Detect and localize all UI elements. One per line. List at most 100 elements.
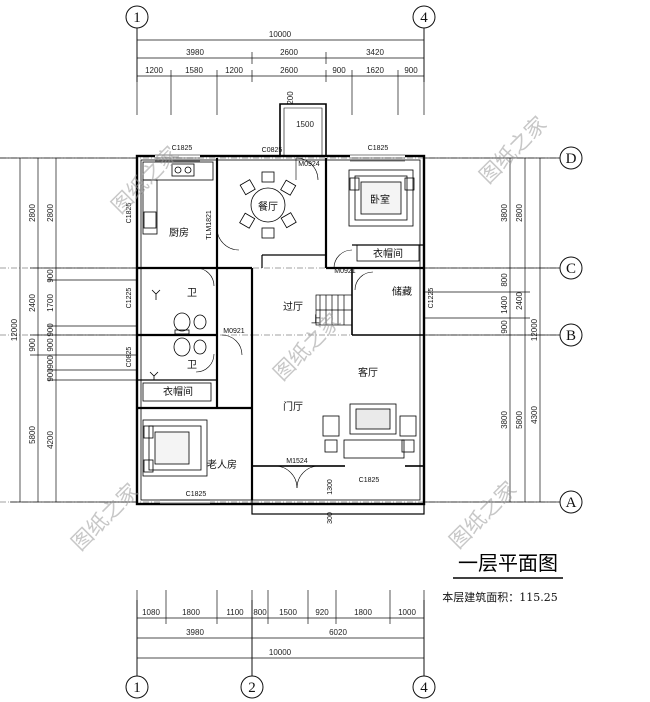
stair-up-label: 上 (311, 314, 321, 326)
dim-porch-2: 1500 (296, 120, 314, 129)
drawing-title: 一层平面图 (458, 551, 558, 575)
dim-top-total: 10000 (269, 30, 292, 39)
dim-bottom-detail-3: 1100 (226, 608, 244, 617)
room-label-wardrobe-2: 衣帽间 (163, 385, 193, 398)
dim-right-2: 2800 (515, 204, 524, 222)
code-c1225-bath: C1225 (126, 288, 133, 309)
toilet-icon (173, 312, 191, 332)
dim-bottom-detail-5: 1500 (279, 608, 297, 617)
dim-top-detail-5: 900 (332, 66, 346, 75)
axis-label-2-bottom: 2 (248, 680, 256, 696)
axis-label-c: C (566, 261, 576, 277)
dim-bottom-detail-2: 1800 (182, 608, 200, 617)
code-m1524: M1524 (286, 458, 308, 465)
dim-left-6: 900 (46, 355, 55, 369)
dim-porch-1: 200 (286, 91, 295, 105)
room-label-dining: 餐厅 (258, 200, 278, 213)
wardrobe-fixtures (142, 244, 420, 402)
dim-bottom-detail-6: 920 (315, 608, 329, 617)
sofa-set-icon (322, 403, 417, 459)
code-c1825-elder: C1825 (186, 491, 207, 498)
dim-right-7: 3800 (500, 411, 509, 429)
dim-left-11: 900 (46, 368, 55, 382)
dim-top-mid-2: 2600 (280, 48, 298, 57)
dim-top-mid-1: 3980 (186, 48, 204, 57)
code-c1825-kitchen: C1825 (172, 145, 193, 152)
room-label-kitchen: 厨房 (169, 226, 189, 239)
code-c1825-kitchen-side: C1825 (126, 203, 133, 224)
dim-top-detail-2: 1580 (185, 66, 203, 75)
dim-left-2: 2800 (46, 204, 55, 222)
axis-label-4-top: 4 (420, 10, 428, 26)
top-dimension-chains (136, 39, 425, 115)
code-tlm1821: TLM1821 (206, 210, 213, 240)
stair-icon (315, 294, 353, 326)
floor-area-label: 本层建筑面积：115.25 (442, 590, 558, 604)
room-label-living: 客厅 (358, 366, 378, 379)
dim-right-1: 3800 (500, 204, 509, 222)
dim-right-6: 900 (500, 320, 509, 334)
room-label-storage: 储藏 (392, 285, 412, 298)
dim-right-9: 4300 (530, 406, 539, 424)
right-dimension-chains (424, 157, 560, 503)
dim-right-5: 2400 (515, 292, 524, 310)
dim-bottom-mid-1: 3980 (186, 628, 204, 637)
room-label-bath-1: 卫 (187, 288, 197, 299)
dim-bottom-mid-2: 6020 (329, 628, 347, 637)
room-label-hall: 过厅 (283, 300, 303, 313)
axis-label-a: A (566, 495, 577, 511)
dim-bottom-detail-7: 1800 (354, 608, 372, 617)
code-c1225-storage: C1225 (428, 288, 435, 309)
dim-right-4: 1400 (500, 296, 509, 314)
dim-bottom-detail-8: 1000 (398, 608, 416, 617)
dim-left-9: 900 (46, 269, 55, 283)
watermark-3: 图纸之家 (269, 309, 345, 385)
code-m0921-elder: M0921 (223, 328, 245, 335)
dim-left-5: 900 (46, 338, 55, 352)
axis-label-4-bottom: 4 (420, 680, 428, 696)
dim-top-detail-7: 900 (404, 66, 418, 75)
code-c1825-bedroom: C1825 (368, 145, 389, 152)
dim-top-mid-3: 3420 (366, 48, 384, 57)
dim-top-detail-6: 1620 (366, 66, 384, 75)
left-dimension-chains (0, 157, 137, 503)
axis-label-1-top: 1 (133, 10, 141, 26)
dim-bottom-total: 10000 (269, 648, 292, 657)
code-c0825-side: C0825 (126, 347, 133, 368)
sink-icon (143, 211, 157, 229)
dim-left-total: 12000 (10, 318, 19, 341)
dim-left-7: 5800 (28, 426, 37, 444)
dim-top-detail-3: 1200 (225, 66, 243, 75)
room-label-elder: 老人房 (207, 458, 237, 471)
watermark-4: 图纸之家 (67, 479, 143, 555)
bed-icon-elder (142, 419, 208, 477)
code-m0924: M0924 (298, 161, 320, 168)
dim-left-8: 4200 (46, 431, 55, 449)
door-swings (195, 157, 374, 489)
dim-left-3: 1700 (46, 294, 55, 312)
axis-label-1-bottom: 1 (133, 680, 141, 696)
dim-porch-depth: 1300 (327, 479, 334, 495)
room-label-foyer: 门厅 (283, 400, 303, 413)
basin-icon (193, 314, 207, 330)
dim-bottom-detail-4: 800 (253, 608, 267, 617)
axis-label-d: D (566, 151, 577, 167)
dim-left-12: 900 (28, 338, 37, 352)
dim-right-3: 800 (500, 273, 509, 287)
room-label-wardrobe-1: 衣帽间 (373, 247, 403, 260)
stove-icon (171, 163, 195, 177)
bathroom-fixtures (149, 289, 207, 380)
code-c1825-living: C1825 (359, 477, 380, 484)
dim-right-total: 12000 (530, 318, 539, 341)
dim-top-detail-4: 2600 (280, 66, 298, 75)
kitchen-fixtures (142, 161, 214, 235)
room-label-bedroom: 卧室 (370, 193, 390, 206)
dim-bottom-detail-1: 1080 (142, 608, 160, 617)
dim-left-4: 2400 (28, 294, 37, 312)
code-c0825: C0825 (262, 147, 283, 154)
dim-left-1: 2800 (28, 204, 37, 222)
bed-icon-master (348, 169, 415, 227)
axis-label-b: B (566, 328, 576, 344)
